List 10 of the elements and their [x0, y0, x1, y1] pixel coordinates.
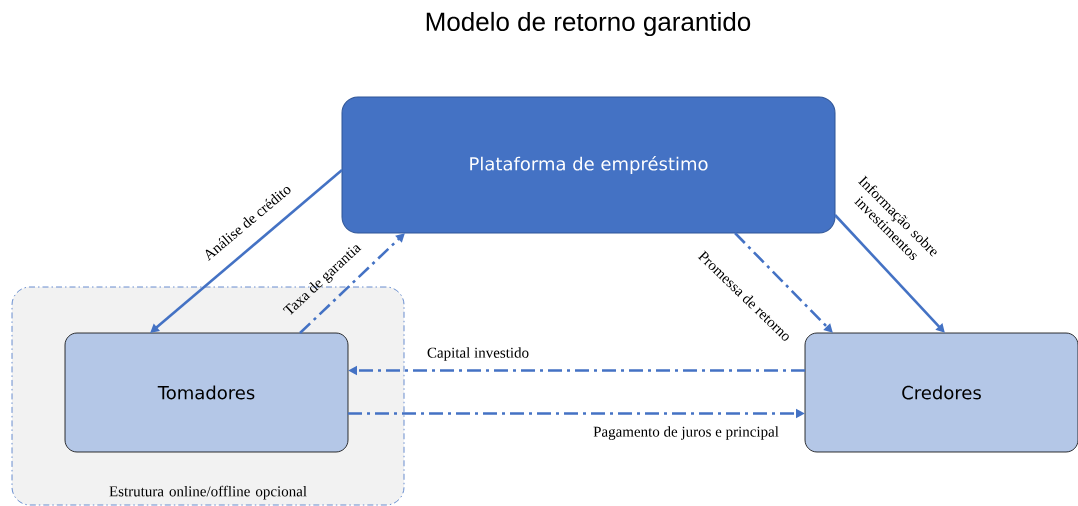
platform-box: Plataforma de empréstimo	[341, 96, 836, 234]
arrow	[299, 233, 405, 334]
arrow	[150, 169, 343, 333]
edge-label: Capital investido	[427, 347, 529, 361]
arrow	[834, 214, 945, 333]
party-box: Credores	[804, 332, 1078, 453]
title: Modelo de retorno garantido	[426, 11, 751, 37]
edge-label: Pagamento de juros e principal	[593, 426, 779, 440]
arrow	[734, 232, 833, 333]
party-box: Tomadores	[64, 332, 349, 453]
